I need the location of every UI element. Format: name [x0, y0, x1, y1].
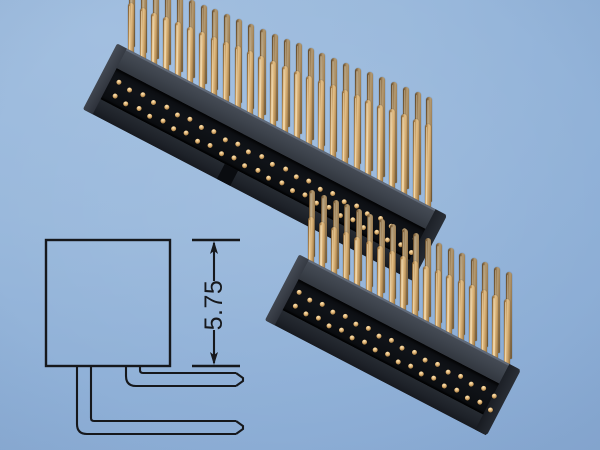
drawing-pin-lower-inner	[89, 366, 236, 423]
drawing-pin-upper-outer	[124, 366, 236, 388]
drawing-pin-upper-inner	[138, 366, 236, 375]
drawing-pin-lower-outer	[75, 366, 236, 436]
drawing-body-outline	[44, 238, 172, 368]
drawing-pin-lower-tip	[235, 420, 245, 435]
drawing-pin-upper-tip	[235, 372, 245, 387]
dimension-label: 5.75	[200, 280, 228, 331]
drawing-arrowhead-bottom	[210, 352, 218, 365]
